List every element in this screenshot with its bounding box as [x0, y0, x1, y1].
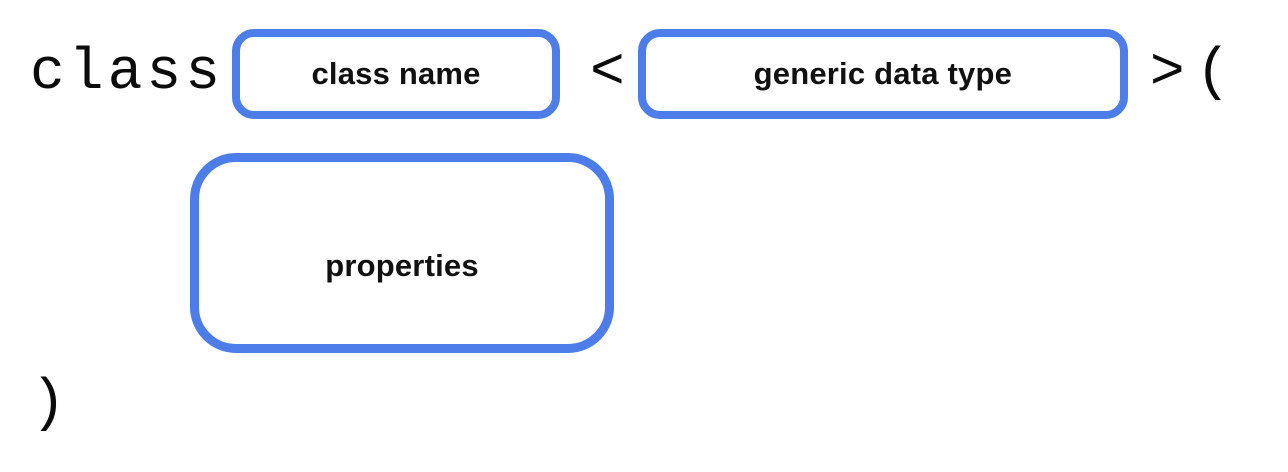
generic-data-type-label: generic data type [753, 56, 1013, 91]
less-than-symbol: < [590, 41, 625, 106]
declaration-line: class class name < generic data type > ( [0, 29, 1230, 119]
class-name-label: class name [311, 56, 481, 91]
class-keyword: class [30, 41, 225, 106]
properties-box: properties [190, 153, 614, 353]
greater-than-symbol: > [1149, 41, 1185, 106]
close-parenthesis-symbol: ) [31, 372, 66, 437]
properties-label: properties [325, 248, 479, 283]
class-name-box: class name [232, 29, 561, 119]
open-parenthesis-symbol: ( [1195, 41, 1231, 106]
generic-data-type-box: generic data type [637, 29, 1128, 119]
